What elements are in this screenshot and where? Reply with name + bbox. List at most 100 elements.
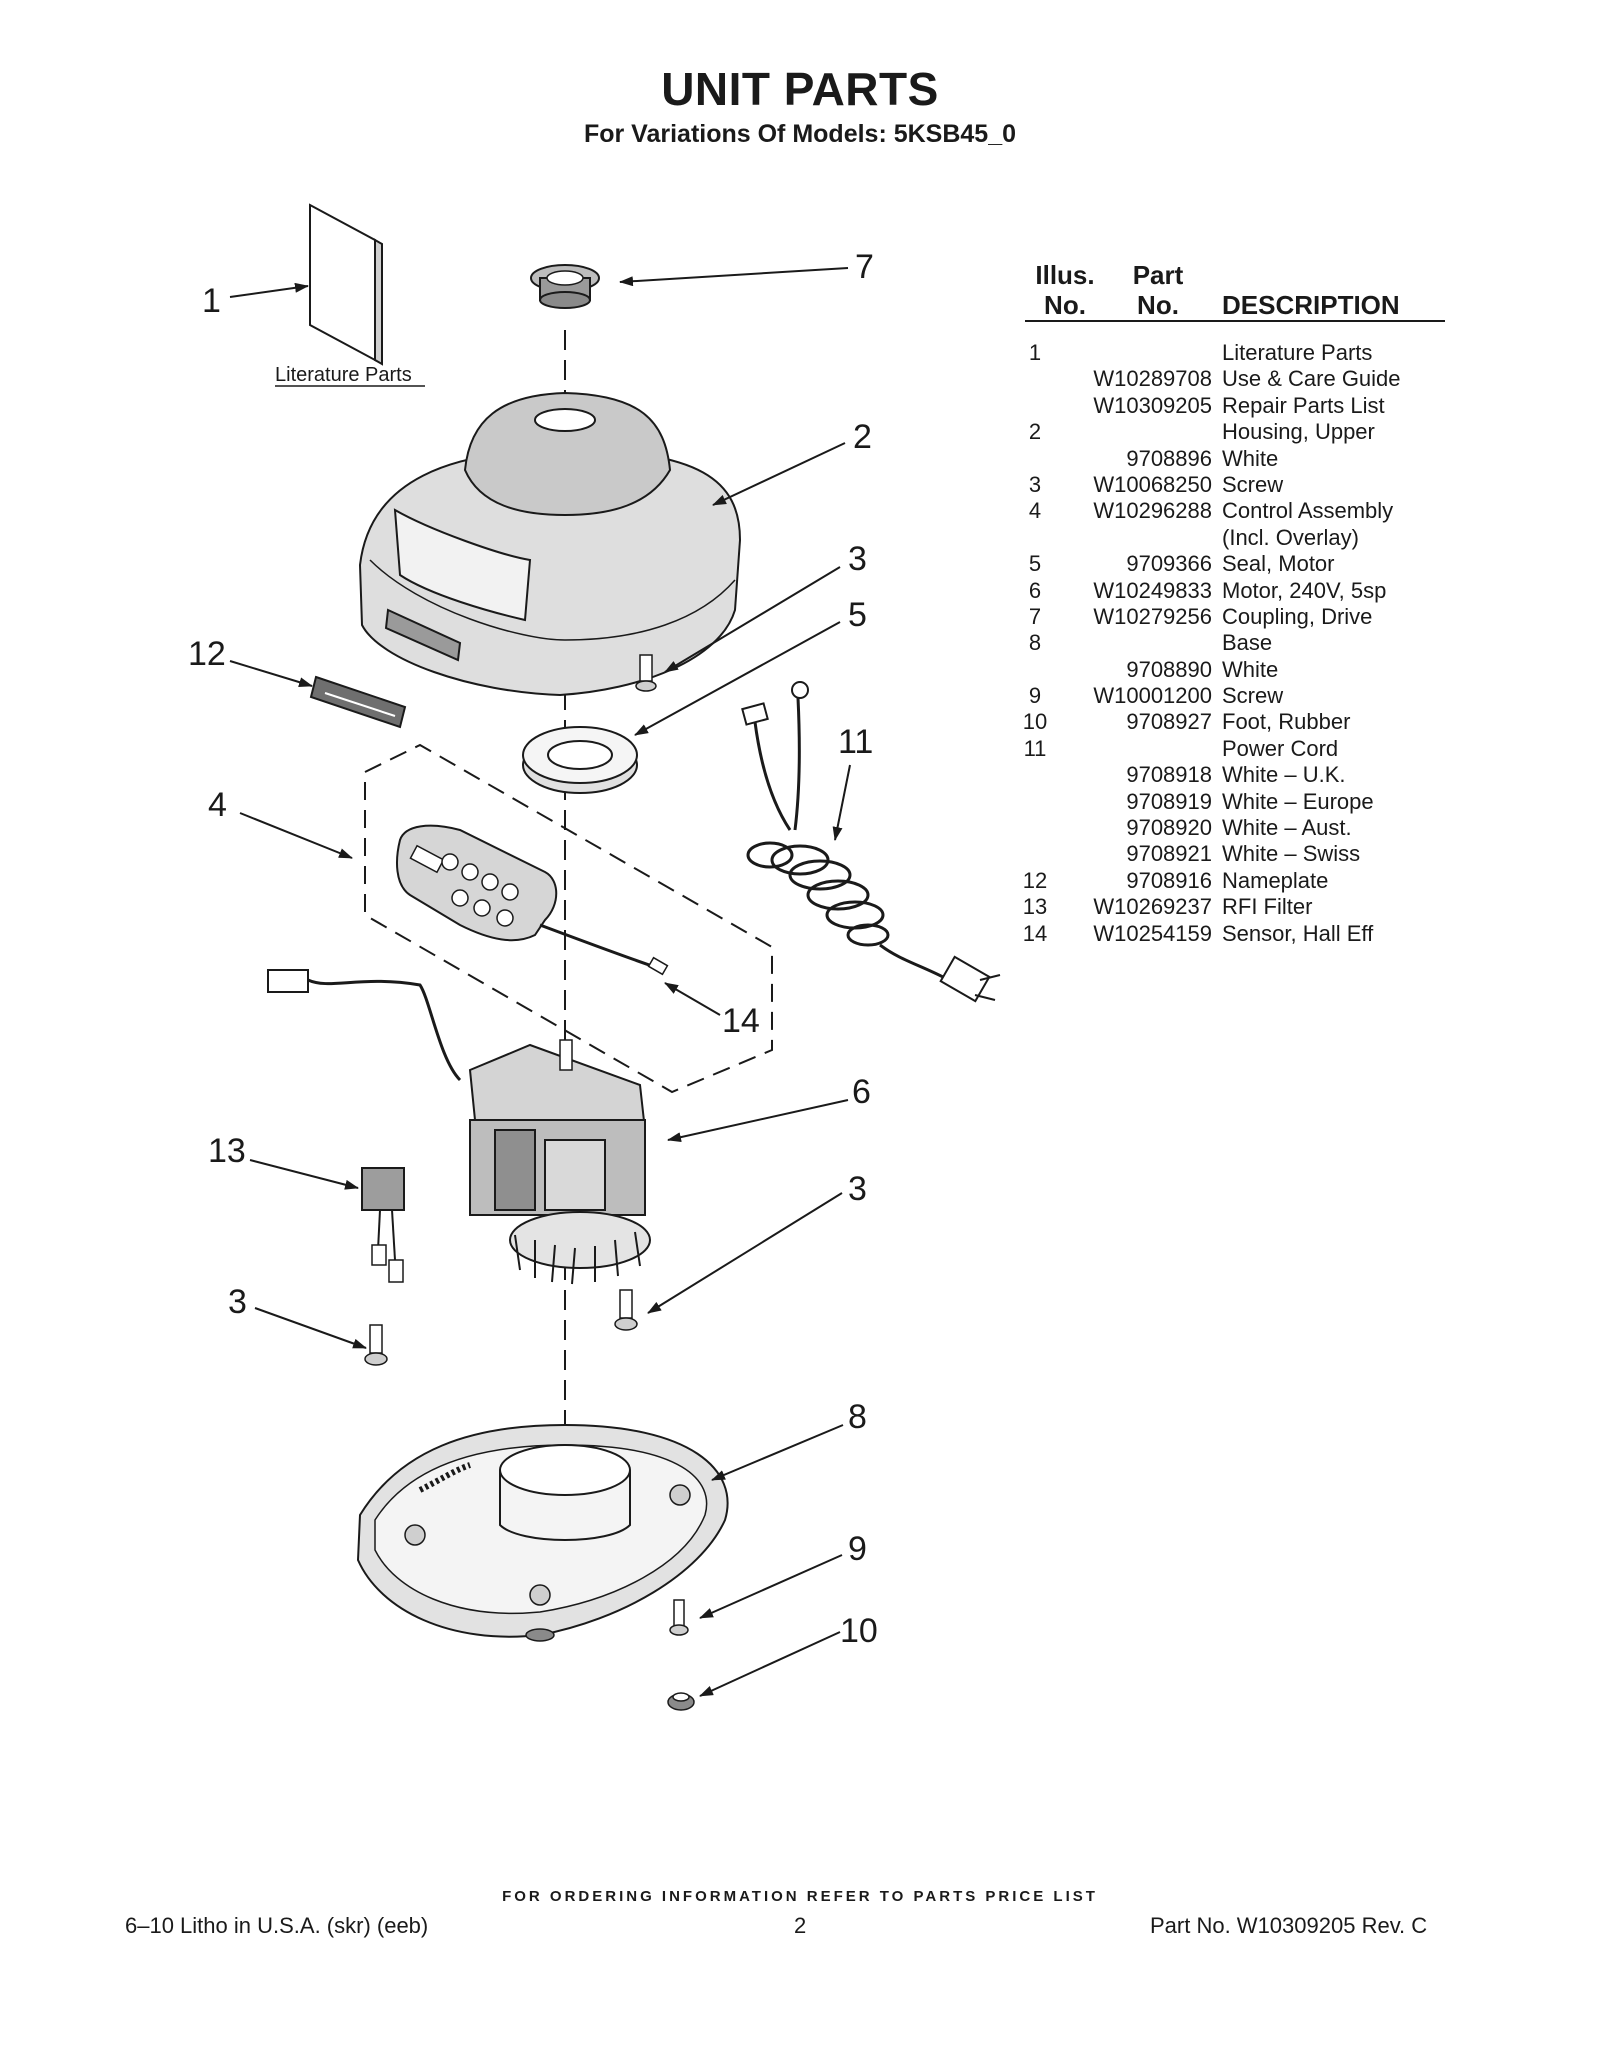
literature-booklet (309, 203, 383, 366)
description-cell: Sensor, Hall Eff (1222, 920, 1374, 946)
callout-14: 14 (722, 1002, 760, 1040)
description-cell: (Incl. Overlay) (1222, 524, 1359, 550)
part-no-cell: 9708890 (1126, 656, 1212, 682)
description-cell: Repair Parts List (1222, 392, 1385, 418)
callout-leaders (229, 267, 851, 1697)
table-row: 9708921 White – Swiss (1010, 841, 1460, 867)
hall-sensor-cable (267, 969, 462, 1082)
description-cell: Coupling, Drive (1222, 603, 1373, 629)
table-row: 9708890 White (1010, 657, 1460, 683)
table-row: 2 Housing, Upper (1010, 419, 1460, 445)
description-cell: White – Europe (1222, 788, 1374, 814)
description-cell: Control Assembly (1222, 498, 1394, 524)
callout-7: 7 (855, 248, 874, 286)
page-subtitle: For Variations Of Models: 5KSB45_0 (583, 120, 1017, 148)
part-no-cell: W10068250 (1093, 471, 1212, 497)
table-row: W10309205 Repair Parts List (1010, 393, 1460, 419)
screw-base (669, 1599, 689, 1636)
callout-9: 9 (848, 1530, 867, 1568)
illus-no-cell: 8 (1028, 630, 1042, 656)
table-row: 5 9709366 Seal, Motor (1010, 551, 1460, 577)
callout-3-upper: 3 (848, 540, 867, 578)
illus-no-cell: 3 (1028, 471, 1042, 497)
illus-no-cell: 6 (1028, 577, 1042, 603)
description-cell: Screw (1222, 683, 1284, 709)
page-title: UNIT PARTS (661, 63, 939, 115)
part-no-cell: 9709366 (1126, 551, 1212, 577)
motor-seal (522, 726, 638, 794)
part-no-cell: W10269237 (1093, 894, 1212, 920)
description-cell: Motor, 240V, 5sp (1222, 577, 1387, 603)
ordering-note: FOR ORDERING INFORMATION REFER TO PARTS … (502, 1888, 1098, 1905)
illus-no-cell: 5 (1028, 551, 1042, 577)
part-no-cell: 9708918 (1126, 762, 1212, 788)
motor (468, 1039, 651, 1285)
callout-4: 4 (208, 786, 227, 824)
screw-middle (614, 1289, 638, 1331)
callout-6: 6 (852, 1073, 871, 1111)
part-no-cell: W10309205 (1093, 392, 1212, 418)
callout-1: 1 (202, 282, 221, 320)
page-number: 2 (794, 1913, 807, 1938)
description-cell: Housing, Upper (1222, 419, 1375, 445)
description-cell: Nameplate (1222, 867, 1329, 893)
table-row: 12 9708916 Nameplate (1010, 868, 1460, 894)
power-cord (741, 681, 1001, 1003)
illus-no-cell: 11 (1023, 735, 1047, 761)
part-no-cell: W10279256 (1093, 603, 1212, 629)
table-row: 9708896 White (1010, 446, 1460, 472)
table-row: 1 Literature Parts (1010, 340, 1460, 366)
table-header-rule (1025, 320, 1445, 322)
footer-part-number: Part No. W10309205 Rev. C (1150, 1913, 1428, 1938)
part-no-cell: W10254159 (1093, 920, 1212, 946)
description-cell: White (1222, 656, 1279, 682)
description-cell: White – Aust. (1222, 815, 1352, 841)
description-cell: Use & Care Guide (1222, 366, 1401, 392)
rubber-foot (667, 1692, 695, 1711)
table-row: 9708920 White – Aust. (1010, 815, 1460, 841)
control-assembly (396, 824, 669, 976)
header-description: DESCRIPTION (1222, 290, 1400, 320)
callout-10: 10 (840, 1612, 878, 1650)
callout-5: 5 (848, 596, 867, 634)
table-row: 6 W10249833 Motor, 240V, 5sp (1010, 578, 1460, 604)
callout-12: 12 (188, 635, 226, 673)
literature-parts-label: Literature Parts (275, 364, 412, 386)
part-no-cell: 9708896 (1126, 445, 1212, 471)
part-no-cell: 9708927 (1126, 709, 1212, 735)
part-no-cell: W10249833 (1093, 577, 1212, 603)
rfi-filter (361, 1167, 405, 1283)
description-cell: White (1222, 445, 1279, 471)
illus-no-cell: 1 (1028, 340, 1042, 365)
part-no-cell: 9708920 (1126, 815, 1212, 841)
illus-no-cell: 2 (1028, 419, 1042, 445)
description-cell: White – U.K. (1222, 762, 1346, 788)
part-no-cell: 9708916 (1126, 867, 1212, 893)
description-cell: RFI Filter (1222, 894, 1313, 920)
upper-housing (358, 391, 742, 697)
description-cell: Foot, Rubber (1222, 709, 1351, 735)
table-row: (Incl. Overlay) (1010, 525, 1460, 551)
callout-3-middle: 3 (848, 1170, 867, 1208)
description-cell: Literature Parts (1222, 340, 1373, 365)
footer-litho: 6–10 Litho in U.S.A. (skr) (eeb) (125, 1913, 429, 1938)
part-no-cell: W10289708 (1093, 366, 1212, 392)
callout-2: 2 (853, 418, 872, 456)
part-no-cell: 9708921 (1126, 841, 1212, 867)
drive-coupling (530, 264, 600, 309)
nameplate (309, 675, 407, 729)
screw-lower-left (364, 1324, 388, 1366)
callout-8: 8 (848, 1398, 867, 1436)
header-part-no: Part No. (1132, 260, 1184, 320)
illus-no-cell: 9 (1028, 683, 1042, 709)
description-cell: White – Swiss (1222, 841, 1361, 867)
description-cell: Seal, Motor (1222, 551, 1335, 577)
illus-no-cell: 12 (1022, 867, 1048, 893)
